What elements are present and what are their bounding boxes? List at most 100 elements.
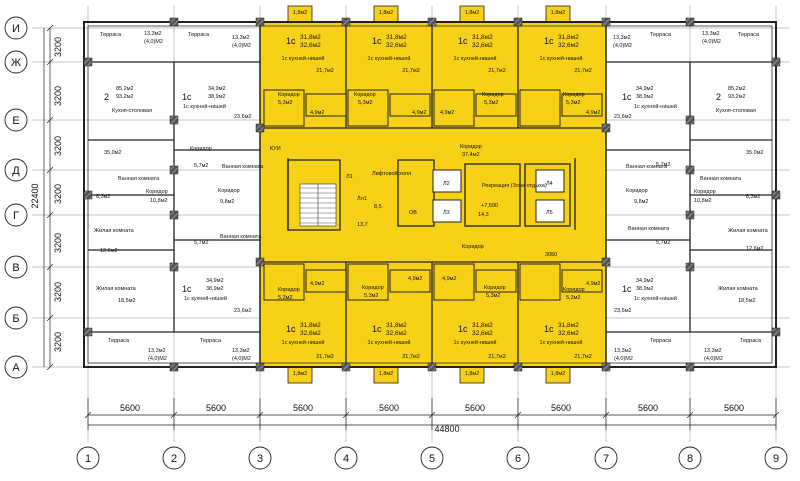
bathroom-area: 8,3м2 [746,194,761,200]
terrace-area: 13,3м2 [614,348,632,354]
dimension-tick [46,211,54,219]
core-corridor-area: 37,4м2 [462,152,480,158]
unit-sub: 1с кухней-нишей [368,339,411,346]
bath-small-area: 5,7м2 [656,240,671,246]
balcony-area: 1,8м2 [293,371,308,377]
row-dim-5: 3200 [53,233,63,253]
living-room: Жилая комната [728,228,769,234]
unit1-area-b: 38,9м2 [636,286,654,292]
terrace-area-b: (4,0)М2 [702,39,721,45]
column-axis-label: 2 [171,453,177,465]
structural-column [255,123,265,133]
kitchen-area: 21,7м2 [316,68,334,74]
stair-size-a: 8,5 [374,204,382,210]
terrace-area-b: (4,0)М2 [232,356,251,362]
unit-corridor-area: 5,3м2 [484,100,499,106]
unit-corridor-area: 5,3м2 [278,100,293,106]
structural-column [601,362,611,372]
unit-area-b: 32,6м2 [300,330,321,337]
unit-area-a: 31,8м2 [300,322,321,329]
living-room: Жилая комната [94,228,135,234]
unit1-sub: 1с кухней-нишей [184,295,227,302]
dimension-tick [46,24,54,32]
unit2-type: 2 [716,92,721,102]
bay-dim-2: 5600 [206,403,226,413]
structural-column [685,262,695,272]
terrace-area-b: (4,0)М2 [614,356,633,362]
unit1-sub: 1с кухней-нишей [183,103,226,110]
column-axis-label: 4 [343,453,349,465]
balcony-area: 1,8м2 [379,371,394,377]
unit-corridor: Коридор [484,285,506,291]
terrace-area-b: (4,0)М2 [148,356,167,362]
corridor-area: 10,8м2 [694,198,712,204]
structural-column [83,327,93,337]
structural-column [341,362,351,372]
row-axis-label: В [12,262,19,274]
lift-shafts [432,169,565,223]
balcony-area: 1,8м2 [465,10,480,16]
kitchen-dining: Кухня-столовая [112,108,152,114]
bath-small-area: 5,7м2 [656,162,671,168]
unit-bath-room [389,93,431,117]
structural-column [83,57,93,67]
studio-unit: 1с 31,8м2 32,6м2 1с кухней-нишей 21,7м2 [454,322,506,360]
living-area-b: 12,6м2 [100,248,118,254]
structural-column [685,17,695,27]
unit2-area-a: 85,2м2 [728,86,746,92]
kitchen-area: 21,7м2 [316,354,334,360]
ov-shaft: ОВ [409,210,417,216]
unit-area-b: 32,6м2 [472,330,493,337]
column-axis-label: 6 [515,453,521,465]
column-axis-bubble [506,446,530,470]
unit-bath-area: 4,9м2 [442,276,457,282]
structural-column [169,115,179,125]
lift-l1: Л1 [346,174,353,180]
kitchen-dining: Кухня-столовая [716,108,756,114]
unit-corridor-room [519,263,561,301]
unit-corridor-room [347,89,389,127]
unit-type: 1с [286,324,296,334]
unit-type: 1с [458,324,468,334]
unit-sub: 1с кухней-нишей [282,339,325,346]
structural-column [685,115,695,125]
unit1-area-b: 38,9м2 [636,94,654,100]
bay-dim-6: 5600 [551,403,571,413]
unit-corridor: Коридор [563,92,585,98]
stair-ll1: Лл1 [357,196,367,202]
unit-bath-room [561,269,603,293]
structural-column [685,165,695,175]
column-axis-label: 9 [773,453,779,465]
structural-column [255,17,265,27]
terrace: Терраса [740,338,762,344]
unit1-area-b: 38,9м2 [206,286,224,292]
terrace: Терраса [108,338,130,344]
dimension-chain [43,24,780,430]
unit-type: 1с [544,36,554,46]
unit-corridor: Коридор [563,287,585,293]
row-dim-4: 3200 [53,184,63,204]
dimension-tick [46,116,54,124]
terrace-area: 13,3м2 [702,31,720,37]
unit-type: 1с [458,36,468,46]
recreation-area: 14,3 [478,212,489,218]
terrace-area-b: (4,0)М2 [232,43,251,49]
living-room: Жилая комната [96,286,137,292]
row-axis-bubble [4,306,28,330]
balcony-area: 1,8м2 [465,371,480,377]
kitchen-dining-area: 35,0м2 [104,150,122,156]
unit-corridor: Коридор [278,287,300,293]
studio-units-top: 1с 31,8м2 32,6м2 1с кухней-нишей 21,7м2 … [282,34,592,74]
studio-unit: 1с 31,8м2 32,6м2 1с кухней-нишей 21,7м2 [540,34,592,74]
column-axis-bubble [162,446,186,470]
row-axis-label: Ж [11,57,21,69]
stair [299,183,337,227]
dimension-tick [46,58,54,66]
unit-area-a: 31,8м2 [300,34,321,41]
recreation: Рекреация (Зона отдыха) [482,183,547,189]
bath-small-area: 5,7м2 [194,163,209,169]
right-wing: 13,3м2 (4,0)М2 Терраса 13,3м2 (4,0)М2 Те… [613,31,769,362]
stair-steps [300,187,336,224]
unit-corridor-room [433,89,475,127]
